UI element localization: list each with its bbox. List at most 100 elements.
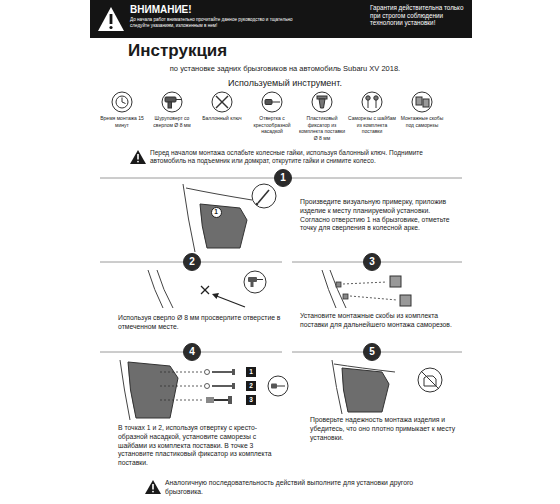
warning-triangle bbox=[137, 161, 139, 163]
step-number: 1 bbox=[274, 169, 292, 187]
callout-number: 1 bbox=[246, 367, 256, 377]
callout-number: 2 bbox=[246, 381, 256, 391]
step-number-text: 3 bbox=[369, 257, 375, 267]
step3-drawing bbox=[350, 296, 397, 300]
tool-icon bbox=[112, 92, 132, 112]
screw-icon bbox=[366, 96, 370, 100]
tool-caption: Монтажные скобы под саморезы bbox=[397, 115, 447, 128]
step-number: 5 bbox=[363, 343, 381, 361]
step-text: Произведите визуальную примерку, приложи… bbox=[300, 198, 452, 233]
tool-caption: Время монтажа 15 минут bbox=[97, 115, 147, 128]
step-text: Используя сверло Ø 8 мм просверлите отве… bbox=[118, 314, 283, 332]
step5-drawing bbox=[332, 360, 342, 414]
step4-drawing bbox=[160, 372, 203, 373]
closing-note: Аналогичную последовательность действий … bbox=[165, 479, 440, 497]
step-text: Проверьте надежность монтажа изделия и у… bbox=[310, 416, 460, 442]
warning-band: ВНИМАНИЕ!До начала работ внимательно про… bbox=[90, 0, 472, 38]
screw-icon bbox=[374, 96, 378, 100]
drill-icon bbox=[165, 97, 176, 102]
step2-drawing bbox=[148, 270, 266, 308]
step4-drawing bbox=[268, 376, 288, 396]
warning-triangle bbox=[152, 484, 154, 490]
warning-heading: ВНИМАНИЕ! bbox=[130, 4, 330, 16]
step2-drawing bbox=[201, 286, 209, 294]
warning-triangle bbox=[130, 150, 146, 164]
callout-number: 1 bbox=[211, 207, 222, 218]
step4-drawing bbox=[160, 386, 203, 387]
warning-text: До начала работ внимательно прочитайте д… bbox=[130, 17, 305, 28]
step4-drawing bbox=[214, 399, 228, 401]
callout-number-text: 3 bbox=[249, 397, 253, 404]
wrench-icon bbox=[216, 96, 228, 108]
step4-drawing bbox=[205, 370, 210, 375]
bracket-icon bbox=[416, 97, 429, 107]
step4-drawing bbox=[120, 360, 288, 420]
guarantee-text: Гарантия действительна только при строго… bbox=[370, 4, 466, 27]
step4-drawing bbox=[271, 384, 277, 389]
screw-icon bbox=[368, 100, 369, 108]
screw-icon bbox=[366, 96, 378, 108]
warning-triangle bbox=[96, 4, 126, 34]
warning-triangle bbox=[110, 14, 113, 24]
step2-drawing bbox=[248, 277, 257, 282]
step-number-text: 1 bbox=[280, 173, 286, 183]
step5-drawing bbox=[332, 360, 442, 414]
plastic-clip-icon bbox=[317, 96, 327, 108]
step-number: 2 bbox=[183, 253, 201, 271]
warning-note: Перед началом монтажа ослабьте колесные … bbox=[150, 149, 450, 166]
tool-caption: Баллонный ключ bbox=[197, 115, 247, 122]
tool-caption: Шуруповерт со сверлом Ø 8 мм bbox=[147, 115, 197, 128]
title: Инструкция bbox=[128, 40, 227, 62]
tool-icon bbox=[312, 92, 332, 112]
step4-drawing bbox=[160, 400, 203, 401]
screwdriver-icon bbox=[272, 102, 280, 103]
step2-drawing bbox=[157, 270, 173, 308]
step2-drawing bbox=[212, 293, 219, 299]
step-divider bbox=[100, 178, 462, 352]
step3-drawing bbox=[400, 295, 411, 306]
clock-icon bbox=[122, 98, 123, 103]
step5-drawing bbox=[342, 368, 389, 412]
wrench-icon bbox=[216, 96, 228, 108]
bracket-icon bbox=[423, 99, 429, 107]
step-number: 4 bbox=[183, 343, 201, 361]
step4-drawing bbox=[206, 397, 214, 403]
callout-number: 3 bbox=[246, 395, 256, 405]
step4-drawing bbox=[212, 385, 232, 387]
step2-drawing bbox=[244, 271, 266, 293]
step4-drawing bbox=[205, 384, 210, 389]
step1-drawing bbox=[200, 204, 247, 248]
step1-drawing bbox=[186, 188, 252, 200]
step3-drawing bbox=[322, 270, 411, 308]
step5-drawing bbox=[418, 368, 442, 392]
tool-icon bbox=[362, 92, 382, 112]
clock-icon bbox=[116, 96, 128, 108]
step-number-text: 5 bbox=[369, 347, 375, 357]
warning-triangle bbox=[145, 480, 161, 494]
warning-triangle bbox=[137, 154, 139, 160]
tool-icon bbox=[162, 92, 182, 112]
screwdriver-icon bbox=[265, 100, 280, 105]
step-number-text: 4 bbox=[189, 347, 195, 357]
step3-drawing bbox=[343, 282, 387, 284]
step2-drawing bbox=[201, 286, 209, 294]
step2-drawing bbox=[148, 270, 163, 308]
warning-triangle bbox=[130, 150, 146, 164]
tool-icon bbox=[262, 92, 282, 112]
subtitle: по установке задних брызговиков на автом… bbox=[130, 64, 440, 74]
drill-icon bbox=[165, 97, 181, 108]
step5-drawing bbox=[421, 371, 439, 389]
warning-triangle bbox=[98, 7, 124, 31]
section-heading: Используемый инструмент. bbox=[130, 78, 440, 90]
step2-drawing bbox=[251, 282, 254, 287]
step1-drawing bbox=[256, 203, 259, 206]
step1-drawing bbox=[258, 190, 269, 203]
step2-drawing bbox=[257, 279, 263, 280]
step-text: В точках 1 и 2, используя отвертку с кре… bbox=[118, 424, 283, 468]
wrench-icon bbox=[216, 96, 228, 108]
callout-number-text: 2 bbox=[249, 383, 253, 390]
step3-drawing bbox=[343, 294, 348, 299]
warning-triangle bbox=[109, 26, 112, 29]
